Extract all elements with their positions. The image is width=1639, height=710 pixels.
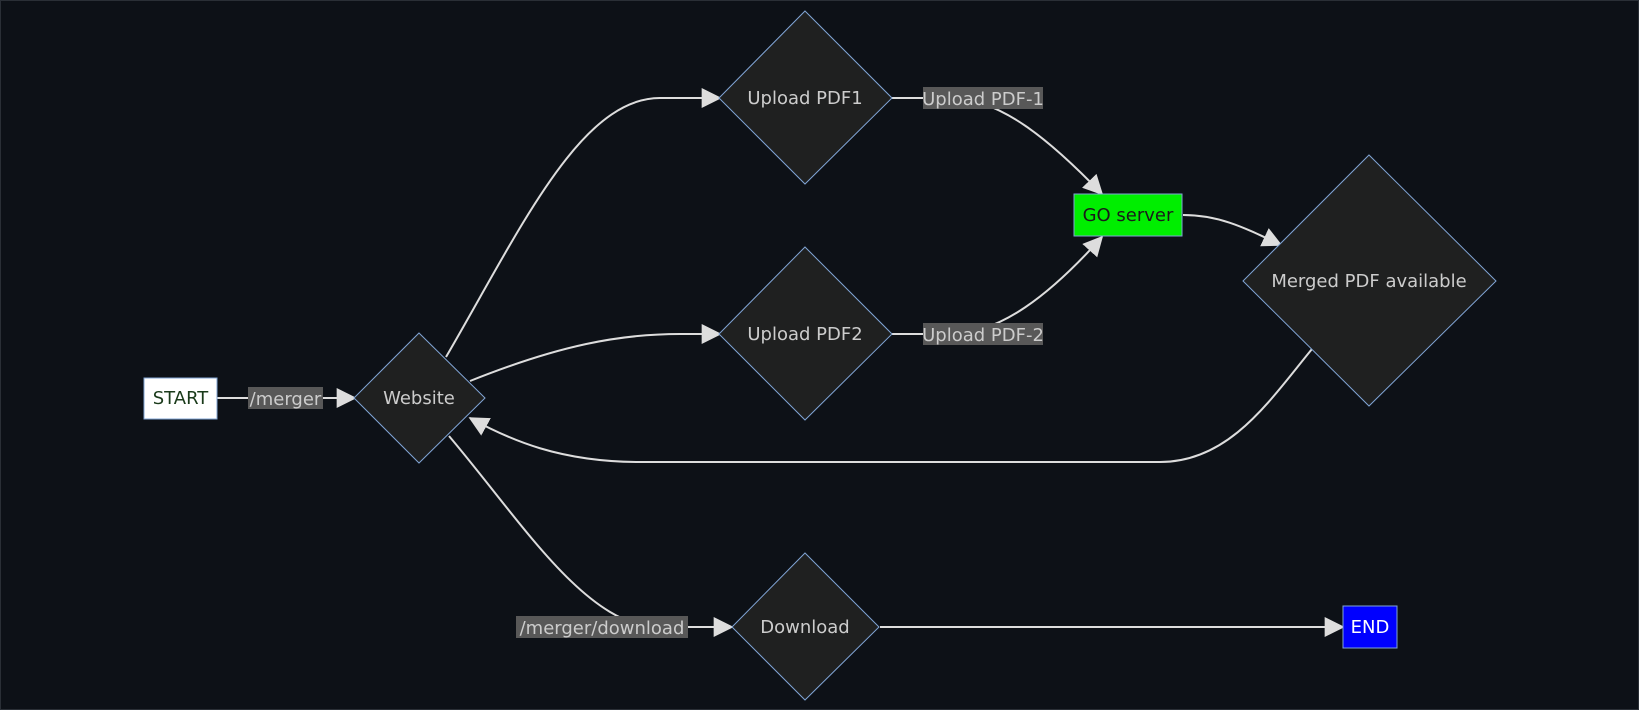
svg-text:Download: Download — [760, 617, 849, 638]
node-download[interactable]: Download — [731, 552, 880, 701]
edge-website-to-download — [448, 435, 734, 637]
edge-label-merger: /merger — [248, 387, 323, 410]
edge-upload-pdf2-to-go-server — [892, 235, 1104, 335]
node-start[interactable]: START — [143, 377, 218, 420]
svg-text:Upload PDF-1: Upload PDF-1 — [922, 89, 1044, 110]
edge-website-to-upload-pdf2 — [469, 324, 722, 382]
svg-text:START: START — [153, 388, 210, 409]
node-go-server[interactable]: GO server — [1073, 193, 1183, 237]
svg-text:Upload PDF2: Upload PDF2 — [747, 324, 862, 345]
node-end[interactable]: END — [1342, 605, 1398, 649]
svg-text:END: END — [1351, 617, 1390, 638]
node-merged-pdf-available[interactable]: Merged PDF available — [1242, 154, 1497, 407]
edge-label-merger-download: /merger/download — [516, 616, 688, 639]
svg-text:Upload PDF1: Upload PDF1 — [747, 88, 862, 109]
edge-label-upload-pdf-2: Upload PDF-2 — [922, 323, 1044, 346]
svg-text:Merged PDF available: Merged PDF available — [1271, 271, 1466, 292]
node-website[interactable]: Website — [353, 332, 486, 464]
node-upload-pdf2[interactable]: Upload PDF2 — [718, 246, 893, 421]
edge-upload-pdf1-to-go-server — [892, 97, 1104, 196]
edge-merged-to-website — [468, 348, 1313, 463]
svg-text:Upload PDF-2: Upload PDF-2 — [922, 325, 1044, 346]
svg-text:/merger: /merger — [250, 389, 322, 410]
node-upload-pdf1[interactable]: Upload PDF1 — [718, 10, 893, 185]
edge-label-upload-pdf-1: Upload PDF-1 — [922, 87, 1044, 110]
svg-text:GO server: GO server — [1083, 205, 1174, 226]
svg-text:Website: Website — [383, 388, 455, 409]
edge-website-to-upload-pdf1 — [445, 88, 722, 358]
edge-go-server-to-merged — [1182, 214, 1283, 247]
svg-text:/merger/download: /merger/download — [520, 618, 685, 639]
